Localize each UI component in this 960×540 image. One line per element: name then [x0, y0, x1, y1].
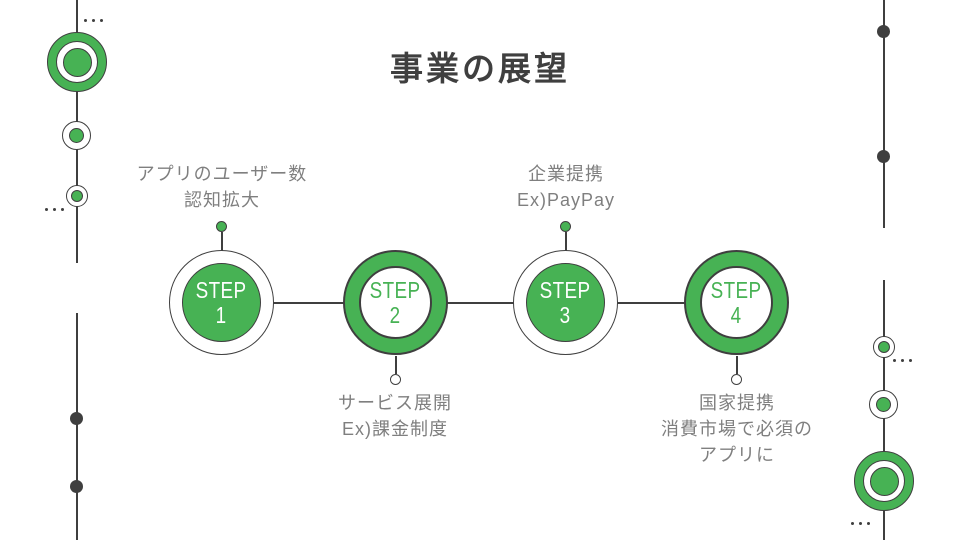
- step-word: STEP: [540, 276, 591, 303]
- ellipsis-dots-icon: [893, 359, 912, 362]
- timeline-dot: [877, 25, 890, 38]
- double-circle-medium: [62, 121, 91, 150]
- ellipsis-dots-icon: [45, 208, 64, 211]
- ellipsis-dots-icon: [851, 522, 870, 525]
- step-1-label: STEP 1: [196, 276, 247, 328]
- annotation-line: アプリのユーザー数: [136, 164, 308, 184]
- step-4-inner-circle: STEP 4: [700, 266, 773, 339]
- bullseye-ring: [863, 460, 905, 502]
- step-4-marker: STEP 4: [684, 250, 789, 355]
- annotation-step1: アプリのユーザー数 認知拡大: [72, 161, 372, 213]
- step-number: 2: [390, 301, 401, 328]
- double-circle-small: [873, 336, 895, 358]
- step-number: 1: [216, 301, 227, 328]
- step-word: STEP: [370, 276, 421, 303]
- callout-dot-step3: [560, 221, 571, 232]
- annotation-line: 企業提携: [528, 164, 604, 184]
- step-1-marker: STEP 1: [169, 250, 274, 355]
- bullseye-core: [869, 466, 899, 496]
- callout-dot-step1: [216, 221, 227, 232]
- annotation-line: Ex)課金制度: [342, 419, 448, 439]
- callout-stub: [565, 232, 567, 251]
- bullseye-core: [62, 47, 92, 77]
- callout-stub: [736, 356, 738, 374]
- callout-stub: [395, 356, 397, 374]
- bullseye-ornament: [47, 32, 107, 92]
- circle-core: [69, 128, 84, 143]
- step-1-inner-circle: STEP 1: [182, 263, 261, 342]
- double-circle-small: [66, 185, 88, 207]
- step-2-inner-circle: STEP 2: [359, 266, 432, 339]
- timeline-dot: [70, 412, 83, 425]
- annotation-line: サービス展開: [338, 393, 452, 413]
- step-word: STEP: [196, 276, 247, 303]
- callout-dot-step4: [731, 374, 742, 385]
- callout-dot-step2: [390, 374, 401, 385]
- step-2-label: STEP 2: [370, 276, 421, 328]
- bullseye-ring: [56, 41, 98, 83]
- circle-core: [71, 190, 83, 202]
- callout-stub: [221, 232, 223, 251]
- double-circle-medium: [869, 390, 898, 419]
- annotation-line: 国家提携: [699, 393, 775, 413]
- step-word: STEP: [711, 276, 762, 303]
- bullseye-ornament: [854, 451, 914, 511]
- annotation-line: Ex)PayPay: [516, 190, 616, 210]
- step-3-inner-circle: STEP 3: [526, 263, 605, 342]
- annotation-step2: サービス展開 Ex)課金制度: [245, 390, 545, 442]
- annotation-line: 認知拡大: [184, 190, 260, 210]
- timeline-dot: [70, 480, 83, 493]
- decorative-line: [883, 0, 885, 228]
- step-3-marker: STEP 3: [513, 250, 618, 355]
- step-4-label: STEP 4: [711, 276, 762, 328]
- step-3-label: STEP 3: [540, 276, 591, 328]
- circle-core: [878, 341, 890, 353]
- annotation-line: アプリに: [699, 445, 775, 465]
- decorative-line: [76, 313, 78, 540]
- step-number: 4: [731, 301, 742, 328]
- connector-line: [273, 302, 345, 304]
- annotation-line: 消費市場で必須の: [661, 419, 813, 439]
- page-title: 事業の展望: [390, 50, 570, 87]
- connector-line: [447, 302, 515, 304]
- step-2-marker: STEP 2: [343, 250, 448, 355]
- connector-line: [617, 302, 686, 304]
- timeline-dot: [877, 150, 890, 163]
- circle-core: [876, 397, 891, 412]
- step-number: 3: [560, 301, 571, 328]
- annotation-step4: 国家提携 消費市場で必須の アプリに: [587, 390, 887, 468]
- annotation-step3: 企業提携 Ex)PayPay: [416, 161, 716, 213]
- ellipsis-dots-icon: [84, 19, 103, 22]
